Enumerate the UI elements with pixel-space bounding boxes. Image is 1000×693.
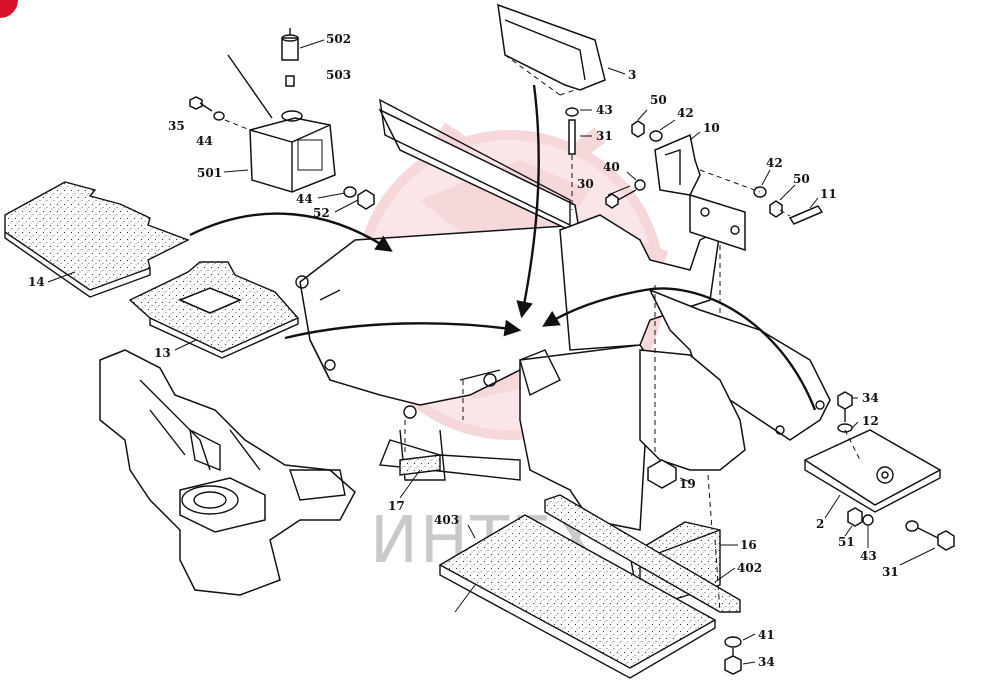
callout-14: 14: [28, 275, 45, 289]
callout-41: 41: [758, 628, 775, 642]
callout-40: 40: [603, 160, 620, 174]
hardware-fasteners: [189, 96, 955, 675]
callout-42-top: 42: [677, 106, 694, 120]
callout-10: 10: [703, 121, 720, 135]
callout-52: 52: [313, 206, 330, 220]
callout-502: 502: [326, 32, 351, 46]
callout-labels: 502 503 35 44 501 44 52 14 13 3 43 31 50…: [28, 32, 899, 669]
callout-43-top: 43: [596, 103, 613, 117]
callout-503: 503: [326, 68, 351, 82]
part-501-motor: [227, 54, 336, 193]
part-10-bracket: [654, 133, 746, 252]
callout-31-right: 31: [882, 565, 899, 579]
callout-11: 11: [820, 187, 837, 201]
assembly-lines: [404, 155, 861, 613]
callout-402: 402: [737, 561, 762, 575]
main-frame-casting: [99, 349, 356, 596]
callout-44-top: 44: [196, 134, 213, 148]
callout-35: 35: [168, 119, 185, 133]
rear-fender: [639, 288, 831, 471]
assembly-arrows: [189, 84, 817, 411]
central-frame: [295, 98, 721, 531]
callout-34-bottom: 34: [758, 655, 775, 669]
callout-44-mid: 44: [296, 192, 313, 206]
callout-403: 403: [434, 513, 459, 527]
part-502-switch: [281, 28, 325, 87]
callout-16: 16: [740, 538, 757, 552]
callout-31-top: 31: [596, 129, 613, 143]
callout-42-right: 42: [766, 156, 783, 170]
callout-12: 12: [862, 414, 879, 428]
part-19-nut: [647, 459, 691, 489]
part-14-plate: [4, 181, 190, 298]
callout-51: 51: [838, 535, 855, 549]
part-2-plate: [803, 429, 942, 513]
callout-3: 3: [628, 68, 636, 82]
leader-lines: [47, 109, 936, 665]
callout-43-right: 43: [860, 549, 877, 563]
callout-13: 13: [154, 346, 171, 360]
callout-17: 17: [388, 499, 405, 513]
part-403-plate: [438, 514, 717, 679]
part-3-bracket: [497, 3, 626, 96]
callout-34-right: 34: [862, 391, 879, 405]
callout-50-right: 50: [793, 172, 810, 186]
callout-2: 2: [816, 517, 824, 531]
part-13-plate: [128, 261, 300, 359]
callout-501: 501: [197, 166, 222, 180]
callout-30: 30: [577, 177, 594, 191]
corner-badge: [0, 0, 18, 18]
callout-19: 19: [679, 477, 696, 491]
callout-50-top: 50: [650, 93, 667, 107]
part-17-bar: [399, 454, 441, 476]
